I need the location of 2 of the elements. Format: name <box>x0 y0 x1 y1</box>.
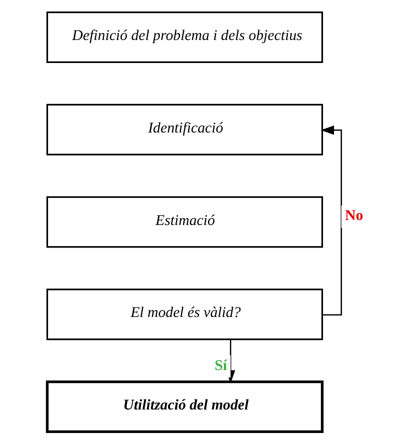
edge-label: Sí <box>214 358 228 374</box>
edge-label: No <box>345 208 364 224</box>
